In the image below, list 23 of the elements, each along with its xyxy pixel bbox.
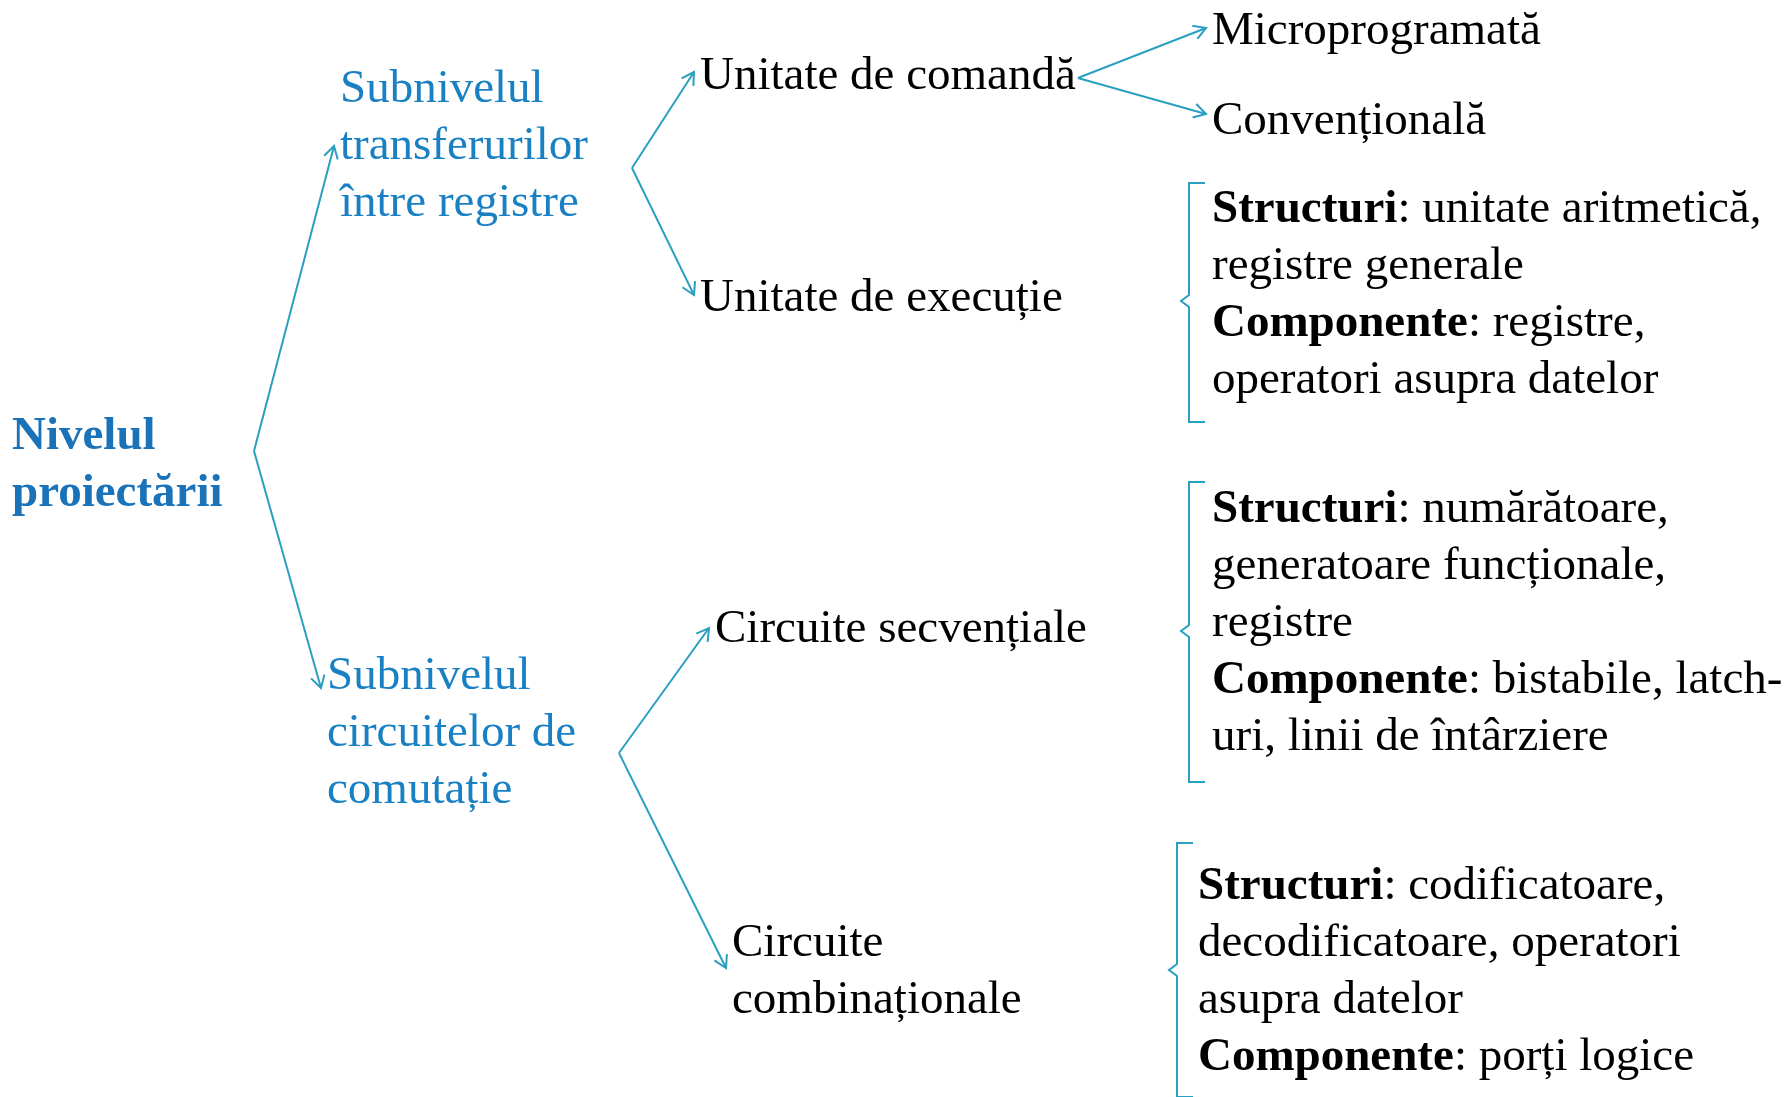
sublevel-label: Subnivelul transferurilor între registre <box>340 59 589 228</box>
item-label: Circuite secvențiale <box>715 599 1087 654</box>
detail-label: Componente: porți logice <box>1198 1027 1696 1082</box>
item-label: Unitate de execuție <box>700 268 1063 323</box>
detail-label: Structuri: numărătoare, generatoare funcționale, registre <box>1212 479 1670 648</box>
arrow <box>618 752 728 969</box>
item-label: Circuite combinaționale <box>732 913 1023 1025</box>
detail-label: Structuri: codificatoare, decodificatoare, operatori asupra datelor <box>1198 856 1682 1025</box>
arrow <box>631 167 697 296</box>
root-label: Nivelul proiectării <box>12 406 224 518</box>
arrow <box>1076 77 1207 119</box>
item-label: Unitate de comandă <box>700 46 1076 101</box>
arrow <box>1076 24 1207 79</box>
arrow <box>253 450 326 689</box>
item-label: Convențională <box>1212 91 1487 146</box>
arrow <box>618 627 710 754</box>
detail-label: Componente: registre, operatori asupra datelor <box>1212 293 1660 405</box>
sublevel-label: Subnivelul circuitelor de comutație <box>327 646 578 815</box>
detail-label: Structuri: unitate aritmetică, registre generale <box>1212 179 1763 291</box>
arrow <box>253 145 339 452</box>
item-label: Microprogramată <box>1212 1 1541 56</box>
arrow <box>631 71 695 169</box>
detail-label: Componente: bistabile, latch-uri, linii de întârziere <box>1212 650 1784 762</box>
